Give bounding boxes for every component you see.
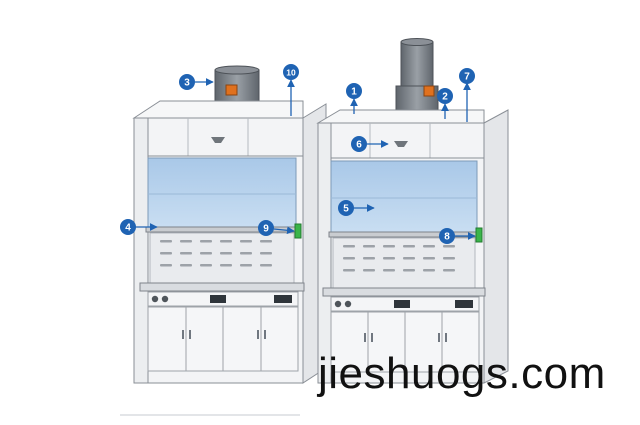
right-green-handle [475, 227, 483, 243]
left-green-handle [294, 223, 302, 239]
left-fan-motor [225, 84, 238, 96]
arrow-9 [273, 226, 295, 235]
callout-1-label: 1 [351, 87, 357, 98]
right-exhaust-fan [395, 38, 439, 115]
callout-7: 7 [459, 68, 475, 84]
left-fume-hood [132, 65, 327, 384]
callout-8-label: 8 [444, 232, 450, 243]
callout-8: 8 [439, 228, 455, 244]
callout-3-label: 3 [184, 78, 190, 89]
callout-4: 4 [120, 219, 136, 235]
callout-1: 1 [346, 83, 362, 99]
callout-2: 2 [437, 88, 453, 104]
callout-7-label: 7 [464, 72, 470, 83]
right-glass-sash [330, 160, 478, 234]
left-hood-light [211, 137, 225, 143]
callout-4-label: 4 [125, 223, 131, 234]
left-glass-sash [147, 157, 297, 229]
watermark-text: jieshuogs.com [318, 349, 606, 398]
callout-2-label: 2 [442, 92, 448, 103]
callout-6: 6 [351, 136, 367, 152]
right-hood-light [394, 141, 408, 147]
callout-9: 9 [258, 220, 274, 236]
callout-6-label: 6 [356, 140, 362, 151]
callout-5: 5 [338, 200, 354, 216]
callout-9-label: 9 [263, 224, 269, 235]
callout-3: 3 [179, 74, 195, 90]
right-fan-motor [423, 85, 435, 97]
callout-5-label: 5 [343, 204, 349, 215]
left-worktop [139, 282, 305, 292]
right-worktop [322, 287, 486, 297]
left-control-panel [210, 295, 226, 303]
right-fume-hood [316, 38, 509, 384]
right-control-panel [394, 300, 410, 308]
callout-arrows [135, 78, 476, 240]
callout-10: 10 [283, 64, 299, 80]
callout-10-label: 10 [286, 68, 296, 78]
